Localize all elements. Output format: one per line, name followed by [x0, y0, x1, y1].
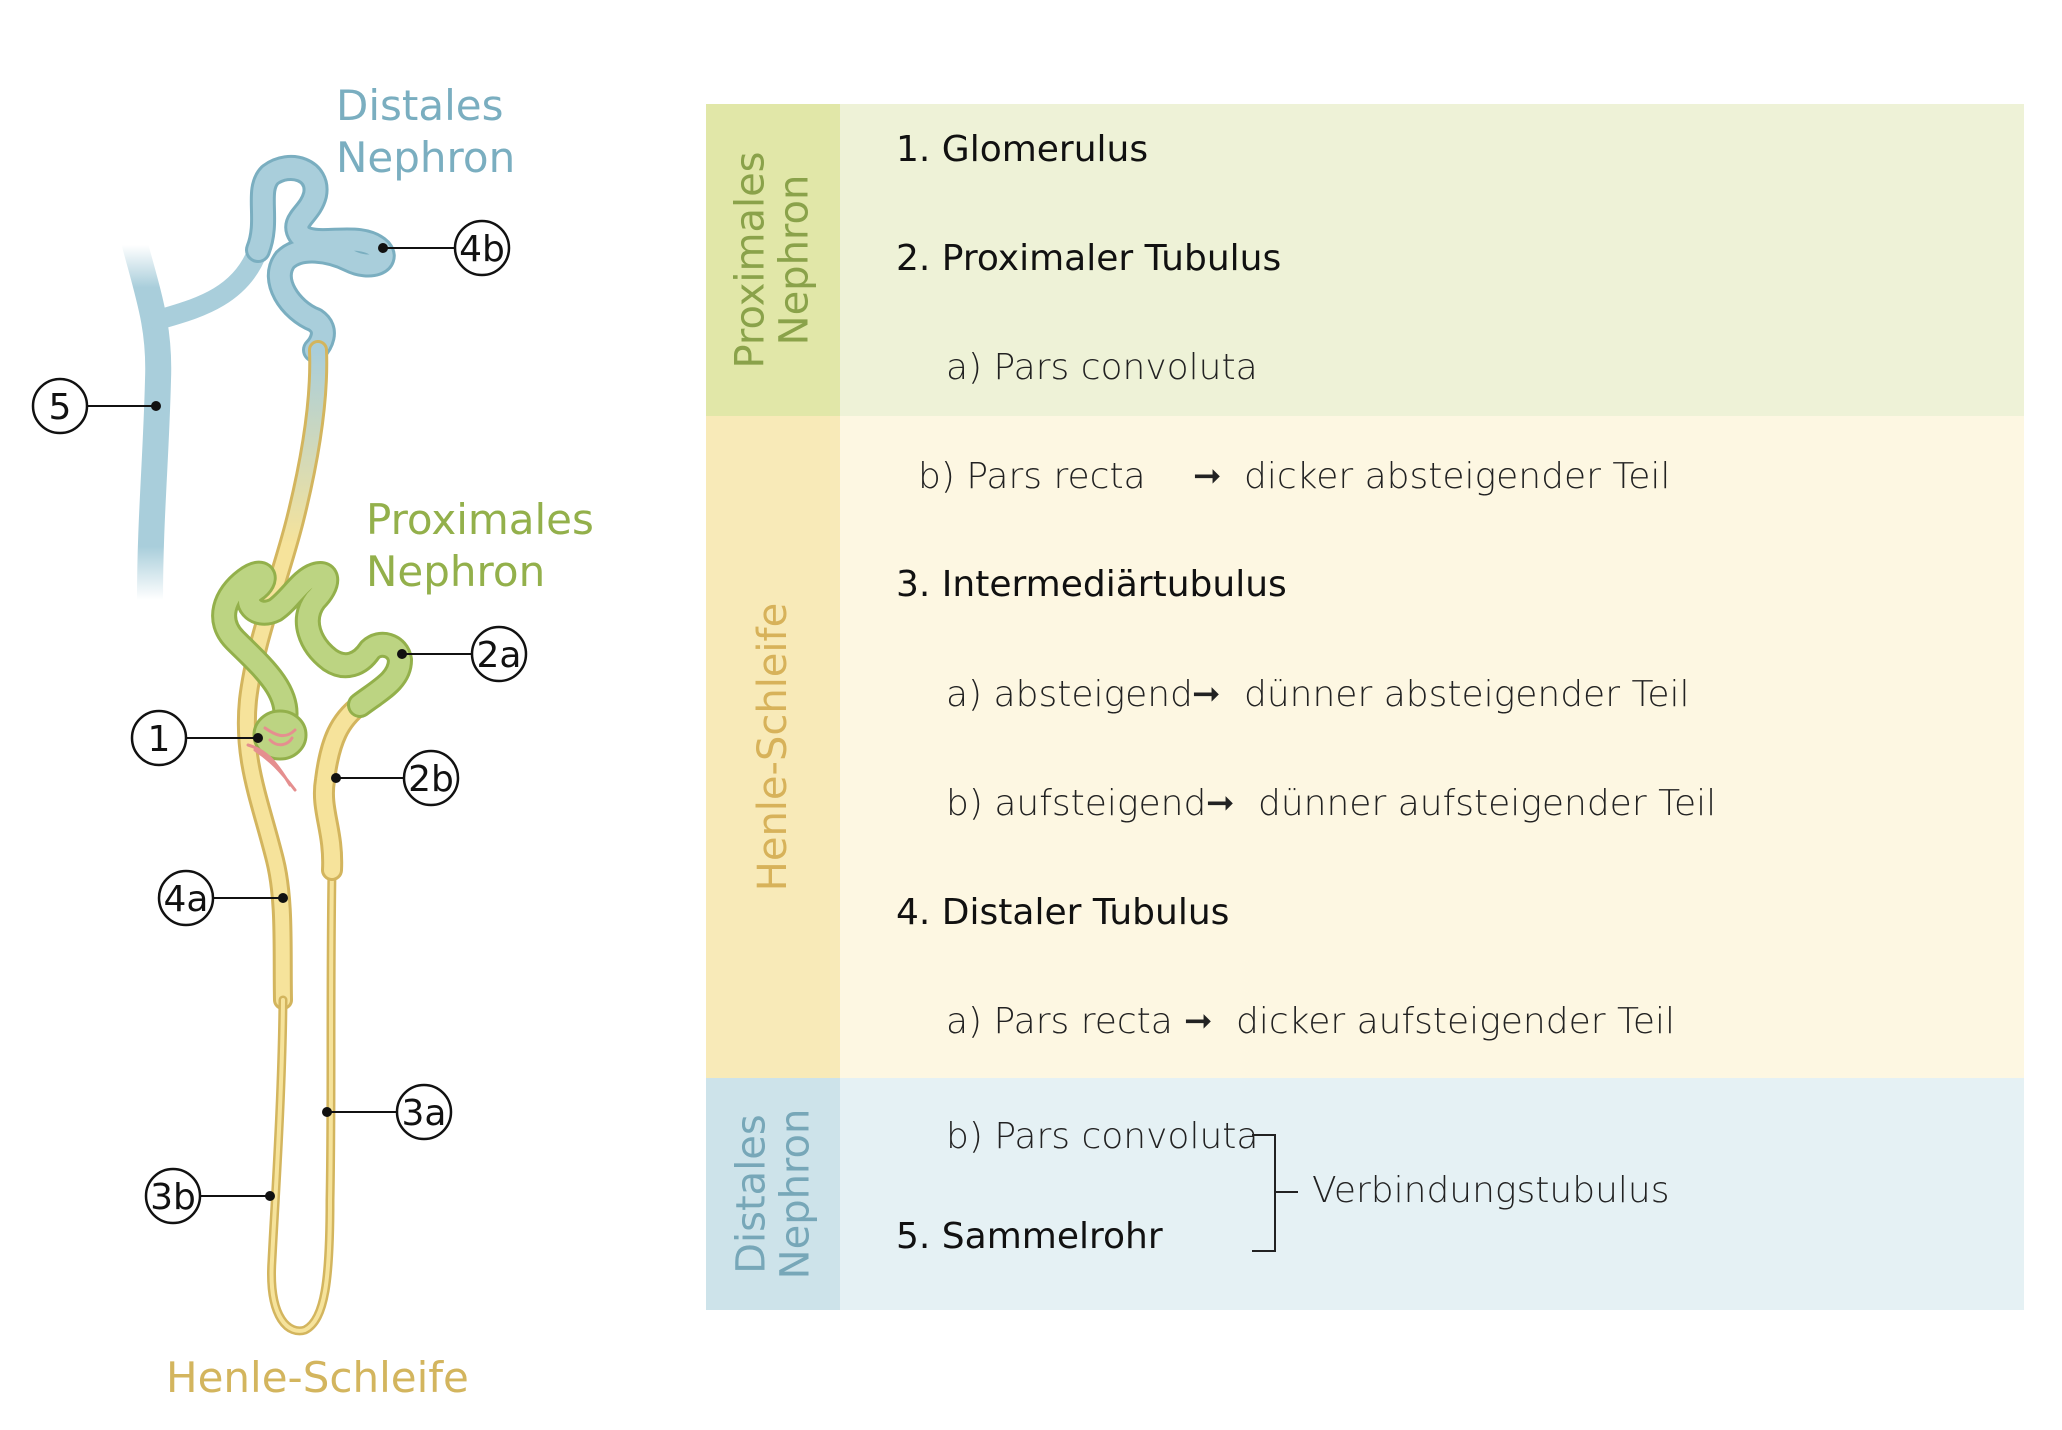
proximal-nephron-label-line2: Nephron — [366, 547, 545, 596]
callout-4a: 4a — [157, 869, 288, 927]
arrow-right-icon: ➞ — [1192, 674, 1221, 714]
callout-3b: 3b — [144, 1167, 275, 1225]
henle-loop-side: Henle-Schleife — [706, 416, 840, 1078]
row-pars-convoluta-a: a) Pars convoluta — [946, 347, 1258, 388]
connecting-tubule-bracket-tick — [1274, 1191, 1298, 1193]
proximal-nephron-band: Proximales Nephron 1. Glomerulus 2. Prox… — [706, 104, 2024, 416]
distal-nephron-body: b) Pars convoluta 5. Sammelrohr Verbindu… — [840, 1078, 2024, 1310]
proximal-side-label-line2: Nephron — [772, 174, 818, 346]
row-proximal-tubulus: 2. Proximaler Tubulus — [896, 238, 1282, 279]
distal-nephron-band: Distales Nephron b) Pars convoluta 5. Sa… — [706, 1078, 2024, 1310]
callout-1: 1 — [130, 709, 263, 767]
pars-recta-a-label: a) Pars recta — [946, 1001, 1173, 1042]
absteigend-target: dünner absteigender Teil — [1244, 674, 1690, 715]
pars-recta-b-target: dicker absteigender Teil — [1244, 456, 1671, 497]
aufsteigend-label: b) aufsteigend — [946, 783, 1207, 824]
row-intermediaertubulus: 3. Intermediärtubulus — [896, 564, 1287, 605]
row-absteigend: a) absteigend ➞ dünner absteigender Teil — [946, 674, 1689, 715]
callout-5: 5 — [31, 377, 161, 435]
callout-2b: 2b — [331, 749, 460, 807]
aufsteigend-target: dünner aufsteigender Teil — [1258, 783, 1717, 824]
row-aufsteigend: b) aufsteigend ➞ dünner aufsteigender Te… — [946, 783, 1716, 824]
svg-text:2b: 2b — [408, 759, 454, 800]
glomerulus — [246, 709, 308, 792]
svg-text:4a: 4a — [164, 879, 209, 920]
distal-tubule — [245, 155, 396, 363]
absteigend-label: a) absteigend — [946, 674, 1193, 715]
pars-recta-b-label: b) Pars recta — [918, 456, 1146, 497]
proximal-side-label-line1: Proximales — [728, 151, 774, 369]
henle-side-label-line1: Henle-Schleife — [750, 602, 796, 892]
pars-recta-a-target: dicker aufsteigender Teil — [1236, 1001, 1676, 1042]
proximal-nephron-body: 1. Glomerulus 2. Proximaler Tubulus a) P… — [840, 104, 2024, 416]
svg-text:3b: 3b — [150, 1177, 196, 1218]
henle-loop-label: Henle-Schleife — [166, 1353, 469, 1402]
thick-descending-limb — [313, 694, 371, 881]
proximal-tubule — [211, 560, 413, 733]
svg-text:2a: 2a — [477, 635, 522, 676]
henle-loop — [267, 865, 337, 1336]
arrow-right-icon: ➞ — [1184, 1001, 1213, 1041]
svg-text:1: 1 — [148, 719, 171, 760]
thick-ascending-limb — [236, 340, 329, 1010]
distal-nephron-side-label: Distales Nephron — [728, 1108, 819, 1280]
distal-nephron-side: Distales Nephron — [706, 1078, 840, 1310]
callout-2a: 2a — [397, 625, 528, 683]
callout-4b: 4b — [378, 219, 511, 277]
distal-side-label-line1: Distales — [728, 1114, 775, 1274]
distal-nephron-label-line2: Nephron — [336, 133, 515, 182]
svg-text:3a: 3a — [402, 1093, 447, 1134]
nephron-segments-table: Proximales Nephron 1. Glomerulus 2. Prox… — [706, 104, 2024, 1310]
henle-side-label: Henle-Schleife — [750, 602, 796, 892]
svg-text:4b: 4b — [459, 229, 505, 270]
row-sammelrohr: 5. Sammelrohr — [896, 1216, 1163, 1257]
proximal-nephron-label-line1: Proximales — [366, 495, 594, 544]
arrow-right-icon: ➞ — [1206, 783, 1235, 823]
collecting-duct — [122, 232, 268, 613]
row-glomerulus: 1. Glomerulus — [896, 129, 1149, 170]
callout-3a: 3a — [322, 1083, 453, 1141]
henle-loop-band: Henle-Schleife b) Pars recta ➞ dicker ab… — [706, 416, 2024, 1078]
distal-nephron-label-line1: Distales — [336, 81, 504, 130]
proximal-nephron-side: Proximales Nephron — [706, 104, 840, 416]
distal-side-label-line2: Nephron — [772, 1108, 819, 1280]
row-pars-recta-a: a) Pars recta ➞ dicker aufsteigender Tei… — [946, 1001, 1675, 1042]
row-distaler-tubulus: 4. Distaler Tubulus — [896, 892, 1230, 933]
nephron-diagram: Distales Nephron Proximales Nephron Henl… — [31, 81, 594, 1402]
svg-text:5: 5 — [49, 387, 72, 428]
connecting-tubule-label: Verbindungstubulus — [1312, 1170, 1670, 1211]
row-pars-convoluta-b: b) Pars convoluta — [946, 1116, 1259, 1157]
proximal-nephron-side-label: Proximales Nephron — [728, 151, 818, 369]
arrow-right-icon: ➞ — [1193, 456, 1222, 496]
henle-loop-body: b) Pars recta ➞ dicker absteigender Teil… — [840, 416, 2024, 1078]
row-pars-recta-b: b) Pars recta ➞ dicker absteigender Teil — [918, 456, 1670, 497]
connecting-tubule-bracket — [1252, 1134, 1276, 1252]
